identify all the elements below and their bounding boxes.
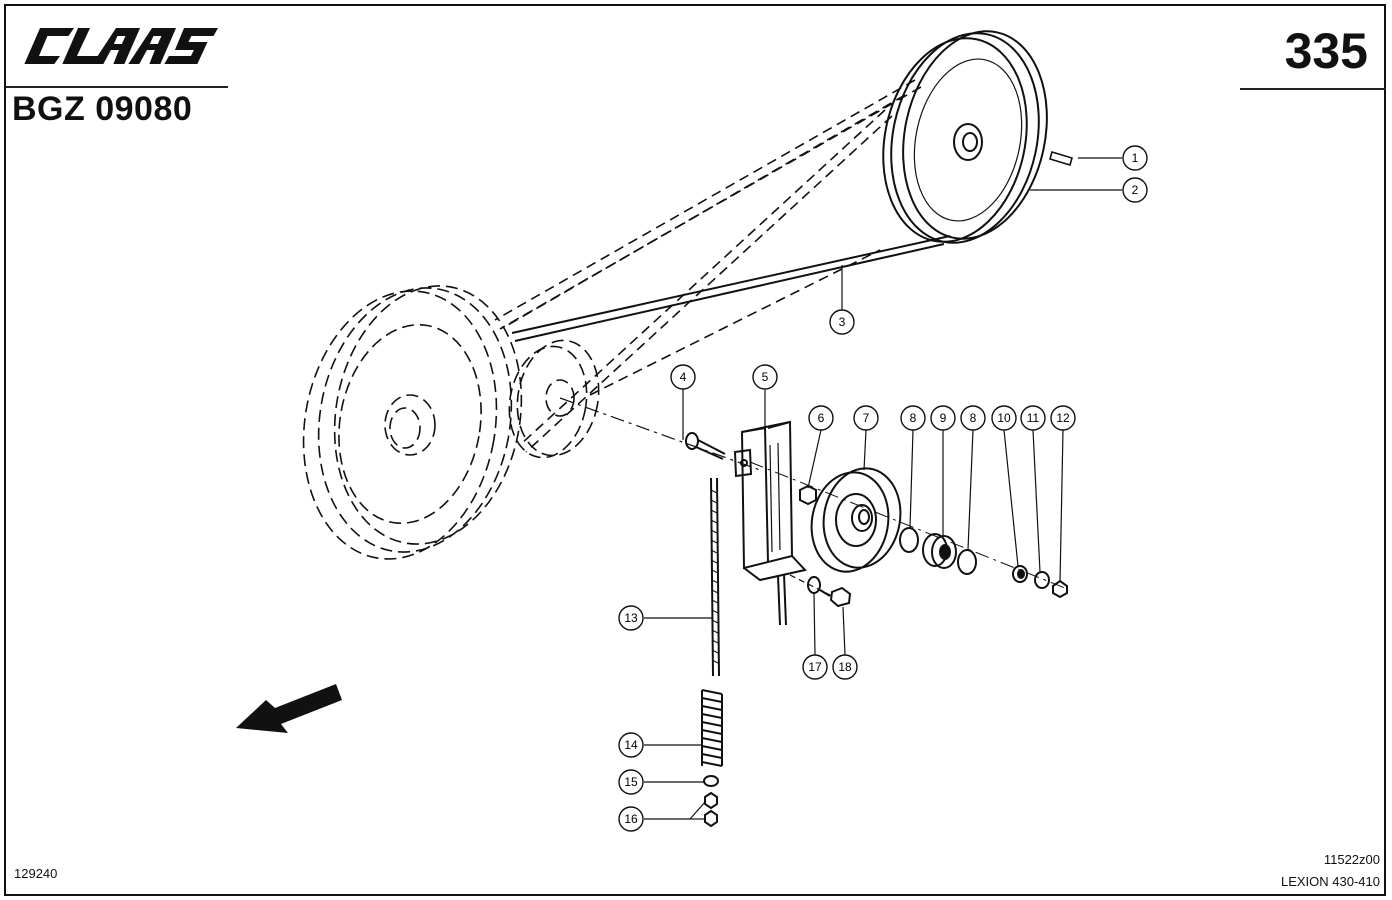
callout-15: 15 bbox=[618, 769, 644, 795]
circlip-outer bbox=[957, 549, 977, 575]
callout-12: 12 bbox=[1050, 405, 1076, 431]
direction-arrow bbox=[236, 684, 342, 733]
svg-text:8: 8 bbox=[970, 411, 977, 425]
callout-11: 11 bbox=[1020, 405, 1046, 431]
svg-text:18: 18 bbox=[838, 660, 852, 674]
bracket-bolt bbox=[819, 586, 852, 608]
svg-text:6: 6 bbox=[818, 411, 825, 425]
callout-16: 16 bbox=[618, 806, 644, 832]
callout-14: 14 bbox=[618, 732, 644, 758]
drawing-number: 129240 bbox=[14, 866, 58, 881]
callout-6: 6 bbox=[808, 405, 834, 431]
svg-text:9: 9 bbox=[940, 411, 947, 425]
washer bbox=[1034, 571, 1050, 589]
page-number-underline bbox=[1240, 88, 1386, 90]
upper-pulley bbox=[882, 30, 1048, 244]
logo-underline bbox=[6, 86, 228, 88]
bolt bbox=[685, 432, 726, 460]
page-frame bbox=[4, 4, 1386, 896]
callout-10: 10 bbox=[991, 405, 1017, 431]
spacer bbox=[1012, 565, 1028, 583]
svg-text:13: 13 bbox=[624, 611, 638, 625]
hidden-belt-lines bbox=[494, 79, 922, 453]
axis-line bbox=[559, 397, 761, 471]
callout-3: 3 bbox=[829, 309, 855, 335]
callout-18: 18 bbox=[832, 654, 858, 680]
callout-9: 9 bbox=[930, 405, 956, 431]
svg-text:7: 7 bbox=[863, 411, 870, 425]
svg-text:11: 11 bbox=[1027, 411, 1040, 425]
callout-2: 2 bbox=[1122, 177, 1148, 203]
nut-lower bbox=[704, 809, 718, 828]
callout-1: 1 bbox=[1122, 145, 1148, 171]
hex-nut bbox=[799, 484, 817, 506]
svg-text:16: 16 bbox=[624, 812, 638, 826]
svg-text:2: 2 bbox=[1132, 183, 1139, 197]
callout-8a: 8 bbox=[900, 405, 926, 431]
svg-text:8: 8 bbox=[910, 411, 917, 425]
tensioner-bracket bbox=[733, 420, 807, 626]
callout-7: 7 bbox=[853, 405, 879, 431]
document-code: BGZ 09080 bbox=[12, 90, 193, 128]
svg-text:17: 17 bbox=[808, 660, 822, 674]
callout-13: 13 bbox=[618, 605, 644, 631]
leader-lines bbox=[644, 157, 1122, 820]
nut-upper bbox=[704, 791, 718, 810]
pulley-axis-line bbox=[749, 461, 1066, 589]
reference-code: 11522z00 bbox=[1323, 852, 1380, 867]
washer-bracket bbox=[807, 576, 821, 594]
ball-bearing bbox=[922, 533, 957, 569]
bolt-axis-line bbox=[789, 574, 833, 597]
idler-pulley bbox=[810, 467, 902, 573]
circlip-inner bbox=[899, 527, 919, 553]
compression-spring bbox=[701, 689, 723, 767]
callouts: 1 2 3 4 5 6 7 8 9 8 10 11 12 13 14 15 16… bbox=[618, 145, 1148, 832]
model-name: LEXION 430-410 bbox=[1280, 874, 1380, 889]
spacer-bore bbox=[1017, 569, 1025, 579]
claas-logo bbox=[24, 28, 219, 64]
svg-text:1: 1 bbox=[1132, 151, 1139, 165]
svg-text:4: 4 bbox=[680, 370, 687, 384]
svg-text:15: 15 bbox=[624, 775, 638, 789]
svg-text:14: 14 bbox=[624, 738, 638, 752]
callout-17: 17 bbox=[802, 654, 828, 680]
svg-text:10: 10 bbox=[997, 411, 1011, 425]
callout-8b: 8 bbox=[960, 405, 986, 431]
svg-text:5: 5 bbox=[762, 370, 769, 384]
threaded-rod bbox=[710, 477, 720, 677]
page-number: 335 bbox=[1284, 23, 1368, 79]
callout-4: 4 bbox=[670, 364, 696, 390]
pin bbox=[1049, 151, 1073, 166]
callout-5: 5 bbox=[752, 364, 778, 390]
washer-lower bbox=[703, 775, 719, 787]
svg-text:3: 3 bbox=[839, 315, 846, 329]
svg-text:12: 12 bbox=[1056, 411, 1070, 425]
lock-nut bbox=[1052, 579, 1068, 599]
lower-pulley bbox=[302, 285, 600, 560]
